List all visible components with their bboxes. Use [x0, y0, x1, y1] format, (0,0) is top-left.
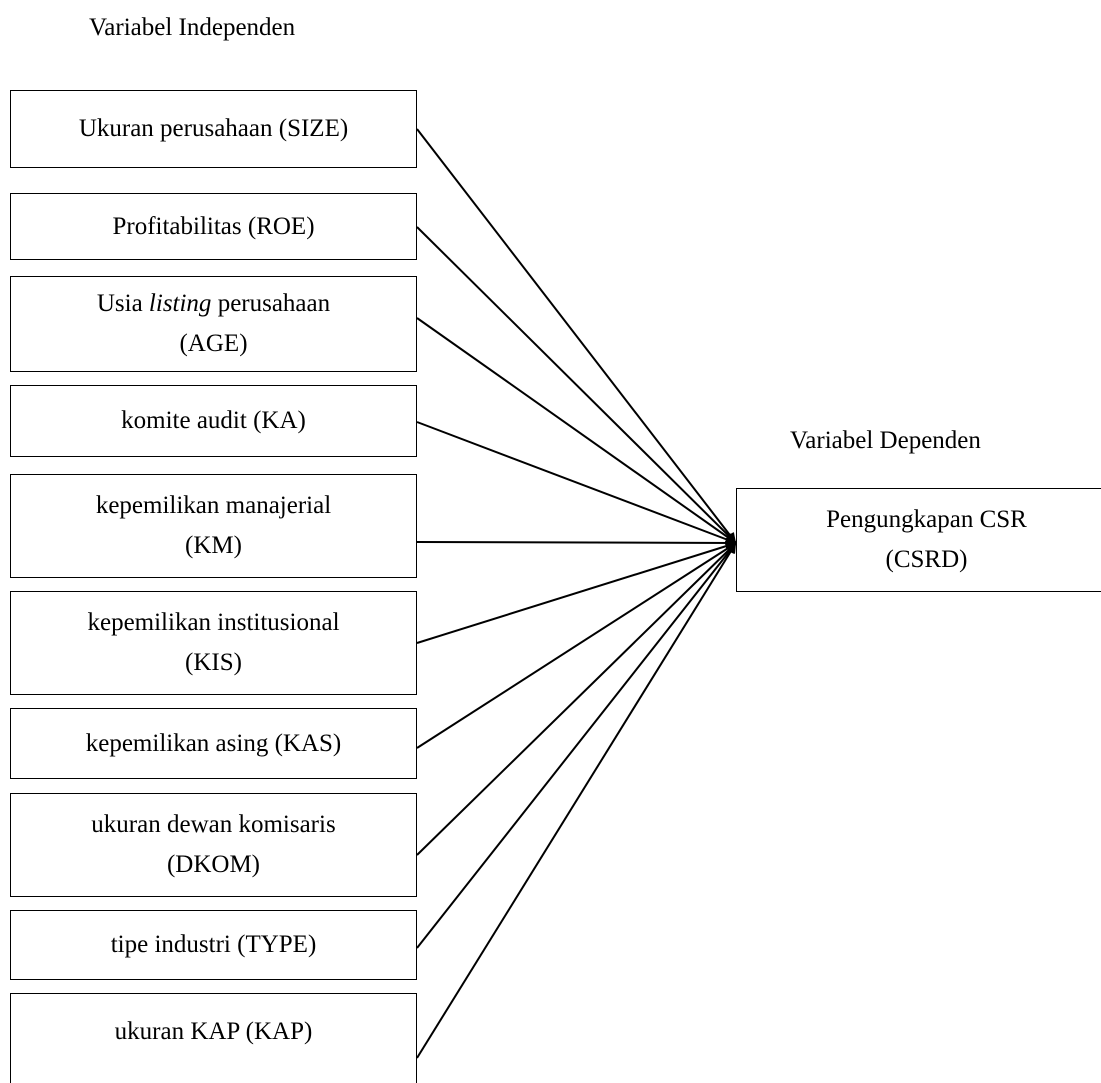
- arrow-ka: [416, 421, 737, 545]
- box-size: Ukuran perusahaan (SIZE): [10, 90, 417, 168]
- box-csrd-line2: (CSRD): [885, 546, 968, 573]
- arrow-age: [416, 317, 737, 544]
- box-kas-label: kepemilikan asing (KAS): [85, 729, 342, 757]
- box-dkom-line1: ukuran dewan komisaris: [91, 811, 336, 838]
- box-kis: kepemilikan institusional (KIS): [10, 591, 417, 695]
- box-roe-label: Profitabilitas (ROE): [112, 212, 315, 240]
- box-km-line2: (KM): [185, 532, 242, 559]
- box-kis-line1: kepemilikan institusional: [87, 609, 340, 636]
- box-dkom-line2: (DKOM): [166, 851, 261, 878]
- box-ka-label: komite audit (KA): [121, 407, 306, 434]
- box-roe: Profitabilitas (ROE): [10, 193, 417, 260]
- box-csrd: Pengungkapan CSR (CSRD): [736, 488, 1101, 592]
- box-type: tipe industri (TYPE): [10, 910, 417, 980]
- box-kap-label: ukuran KAP (KAP): [114, 1017, 313, 1045]
- arrow-size: [416, 128, 737, 544]
- box-kis-line2: (KIS): [185, 649, 242, 676]
- box-ka: komite audit (KA): [10, 385, 417, 457]
- box-age-line1: Usia listing perusahaan: [96, 290, 331, 317]
- arrow-roe: [416, 226, 737, 544]
- box-dkom: ukuran dewan komisaris (DKOM): [10, 793, 417, 897]
- box-size-label: Ukuran perusahaan (SIZE): [78, 115, 349, 142]
- arrow-dkom: [416, 542, 737, 856]
- dependent-variables-heading: Variabel Dependen: [790, 427, 981, 454]
- box-km-line1: kepemilikan manajerial: [95, 492, 332, 519]
- box-km: kepemilikan manajerial (KM): [10, 474, 417, 578]
- arrow-kas: [416, 542, 737, 749]
- arrow-km: [416, 537, 737, 548]
- box-age: Usia listing perusahaan (AGE): [10, 276, 417, 372]
- box-age-line2: (AGE): [179, 330, 248, 357]
- box-type-label: tipe industri (TYPE): [110, 931, 317, 958]
- box-csrd-line1: Pengungkapan CSR: [826, 506, 1027, 533]
- box-kas: kepemilikan asing (KAS): [10, 708, 417, 779]
- arrow-kap: [416, 542, 737, 1059]
- arrow-kis: [416, 541, 737, 644]
- arrow-type: [416, 542, 737, 949]
- independent-variables-heading: Variabel Independen: [89, 14, 296, 41]
